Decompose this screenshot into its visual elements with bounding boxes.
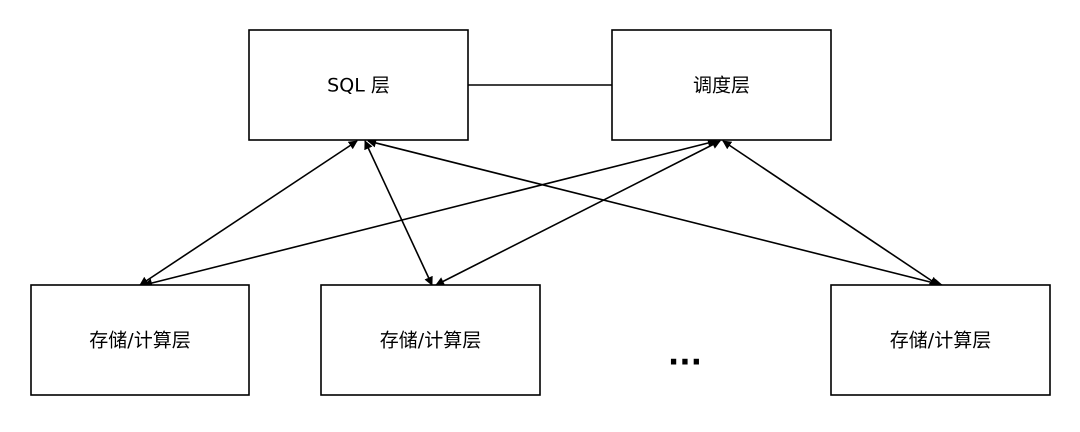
storage-compute-label-2: 存储/计算层 [380, 330, 481, 352]
storage-compute-box-3 [830, 284, 1051, 396]
sql-layer-box [248, 29, 469, 141]
sql-layer-node: SQL 层 [248, 29, 469, 141]
sql-layer-label: SQL 层 [327, 75, 390, 97]
arrow-sql-storage-2 [364, 140, 433, 286]
storage-compute-label-1: 存储/计算层 [89, 330, 190, 352]
storage-compute-box-1 [30, 284, 250, 396]
scheduler-layer-box [611, 29, 832, 141]
arrow-scheduler-storage-3 [722, 140, 939, 286]
storage-compute-node-3: 存储/计算层 [830, 284, 1051, 396]
storage-compute-node-2: 存储/计算层 [320, 284, 541, 396]
arrow-sql-storage-1 [139, 140, 358, 286]
storage-compute-box-2 [320, 284, 541, 396]
arrow-scheduler-storage-2 [435, 140, 721, 286]
scheduler-layer-label: 调度层 [693, 75, 750, 97]
arrow-scheduler-storage-1 [143, 138, 717, 288]
storage-compute-node-1: 存储/计算层 [30, 284, 250, 396]
arrow-sql-storage-3 [367, 138, 943, 288]
more-nodes-ellipsis: ... [668, 338, 702, 373]
scheduler-layer-node: 调度层 [611, 29, 832, 141]
storage-compute-label-3: 存储/计算层 [890, 330, 991, 352]
